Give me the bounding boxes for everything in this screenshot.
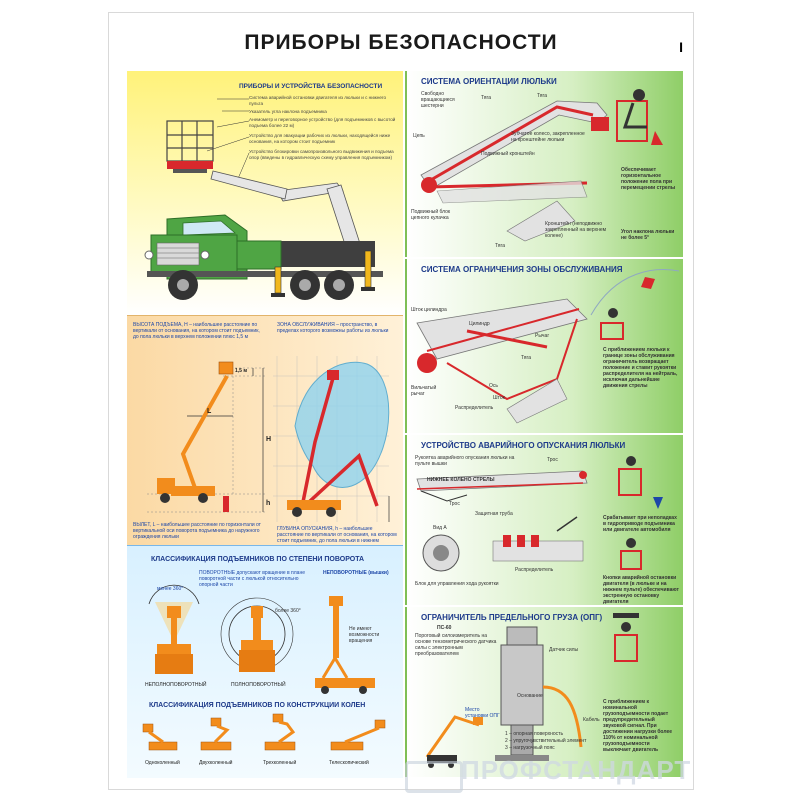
lowering-note-fault: Срабатывает при неполадках в гидропривод… [603, 515, 677, 533]
watermark-logo [405, 761, 463, 793]
more-360-label: более 360° [275, 608, 301, 614]
orientation-diagram [420, 89, 663, 242]
nonrotary-note: Не имеют возможности вращения [349, 626, 380, 644]
load-sensor-label: ПС-60 [437, 625, 452, 631]
zone-note: С приближением люльки к границе зоны обс… [603, 347, 678, 389]
device-item-1: Система аварийной остановки двигателя из… [249, 95, 387, 106]
lowering-label-tube: Защитная труба [475, 511, 513, 517]
device-item-5: Устройство блокировки самопроизвольного … [249, 149, 394, 160]
orient-note-horizontal: Обеспечивает горизонтальное положение по… [621, 167, 676, 191]
poster-header: ПРИБОРЫ БЕЗОПАСНОСТИ I [109, 13, 693, 71]
load-part-sensor: Датчик силы [549, 647, 579, 653]
orient-note-angle: Угол наклона люльки не более 5° [621, 229, 675, 241]
truck-illustration [144, 98, 383, 300]
safety-poster: ПРИБОРЫ БЕЗОПАСНОСТИ I ПРИБОРЫ и УСТРОЙС… [108, 12, 694, 793]
rotation-heading: КЛАССИФИКАЦИЯ ПОДЪЕМНИКОВ ПО СТЕПЕНИ ПОВ… [151, 556, 365, 563]
rotary-note: ПОВОРОТНЫЕ допускают вращение в плане по… [199, 570, 305, 588]
load-limiter-diagram [425, 613, 639, 768]
emergency-lowering-diagram [416, 456, 663, 572]
orient-label-gear-wheel: Зубчатое колесо, закрепленное на кронште… [511, 131, 585, 143]
knee-label-telescopic: Телескопический [329, 760, 369, 766]
zone-label-axis: Ось [489, 383, 498, 389]
panel-safety-heading: ПРИБОРЫ и УСТРОЙСТВА БЕЗОПАСНОСТИ [239, 83, 383, 90]
zone-label-fork-lever: Вильчатый рычаг [411, 385, 437, 397]
dim-h: h [266, 500, 271, 507]
lowering-label-lower-knee: НИЖНЕЕ КОЛЕНО СТРЕЛЫ [427, 477, 495, 483]
panel-load-limiter: ОГРАНИЧИТЕЛЬ ПРЕДЕЛЬНОГО ГРУЗА (ОПГ) ПС-… [405, 607, 683, 777]
device-item-2: Указатель угла наклона подъемника [249, 109, 327, 114]
label-full-rotation: ПОЛНОПОВОРОТНЫЙ [231, 682, 286, 688]
panel-safety-devices: ПРИБОРЫ и УСТРОЙСТВА БЕЗОПАСНОСТИ Систем… [127, 71, 403, 315]
panel-emergency-lowering: УСТРОЙСТВО АВАРИЙНОГО ОПУСКАНИЯ ЛЮЛЬКИ Р… [405, 435, 683, 605]
orientation-heading: СИСТЕМА ОРИЕНТАЦИИ ЛЮЛЬКИ [421, 77, 557, 86]
load-mount-label: Место установки ОПГ [465, 707, 500, 719]
dim-1-5m: 1,5 м [235, 368, 248, 374]
depth-caption: ГЛУБИНА ОПУСКАНИЯ, h – наибольшее рассто… [277, 526, 397, 546]
orient-label-bracket: Подвижный кронштейн [481, 151, 535, 157]
lowering-label-distributor: Распределитель [515, 567, 554, 573]
orient-label-chain: Цепь [413, 133, 425, 139]
panel-classification: КЛАССИФИКАЦИЯ ПОДЪЕМНИКОВ ПО СТЕПЕНИ ПОВ… [127, 545, 403, 778]
panel-height-zone: ВЫСОТА ПОДЪЕМА, Н – наибольшее расстояни… [127, 315, 403, 546]
classification-diagram [142, 584, 386, 751]
panel-orientation: СИСТЕМА ОРИЕНТАЦИИ ЛЮЛЬКИ Свободно враща… [405, 71, 683, 257]
lowering-label-cable2: Трос [449, 501, 460, 507]
orient-label-rod3: Тяга [495, 243, 505, 249]
zone-label-stem: Шток [493, 395, 505, 401]
zone-label-lever: Рычаг [535, 333, 550, 339]
orient-label-fixed-bracket: Кронштейн (неподвижно закрепленный на ве… [545, 221, 607, 239]
label-partial-rotation: НЕПОЛНОПОВОРОТНЫЙ [145, 682, 207, 688]
zone-label-rod: Шток цилиндра [411, 307, 447, 313]
watermark-text: ПРОФСТАНДАРТ [461, 755, 692, 785]
zone-caption: ЗОНА ОБСЛУЖИВАНИЯ – пространство, в пред… [277, 322, 389, 334]
load-part-cable: Кабель [583, 717, 600, 723]
lowering-label-block: Блок для управления хода рукоятки [415, 581, 499, 587]
knee-label-double: Двухколенный [199, 760, 233, 766]
knee-label-triple: Трехколенный [263, 760, 297, 766]
lowering-note-stop: Кнопки аварийной остановки двигателя (в … [603, 575, 679, 605]
lowering-label-handle: Рукоятка аварийного опускания люльки на … [415, 455, 515, 467]
load-part-base: Основание [517, 693, 543, 699]
orient-label-rod2: Тяга [537, 93, 547, 99]
nonrotary-title: НЕПОВОРОТНЫЕ (вышки) [323, 570, 389, 576]
zone-label-cylinder: Цилиндр [469, 321, 490, 327]
load-part-2: 2 – упругочувствительный элемент [505, 738, 587, 744]
load-note: С приближением к номинальной грузоподъем… [603, 699, 673, 753]
height-zone-diagram [147, 356, 390, 522]
less-360-label: менее 360° [157, 586, 184, 592]
sheet-number: I [679, 39, 683, 55]
load-heading: ОГРАНИЧИТЕЛЬ ПРЕДЕЛЬНОГО ГРУЗА (ОПГ) [421, 613, 603, 622]
poster-title: ПРИБОРЫ БЕЗОПАСНОСТИ [244, 31, 558, 54]
lowering-label-cable1: Трос [547, 457, 558, 463]
orient-label-gears: Свободно вращающиеся шестерни [421, 91, 455, 109]
height-caption: ВЫСОТА ПОДЪЕМА, Н – наибольшее расстояни… [133, 322, 260, 340]
device-item-4: Устройство для эвакуации рабочих из люль… [249, 133, 391, 144]
orient-label-rod1: Тяга [481, 95, 491, 101]
lowering-label-view-a: Вид А [433, 525, 447, 531]
knee-heading: КЛАССИФИКАЦИЯ ПОДЪЕМНИКОВ ПО КОНСТРУКЦИИ… [149, 702, 366, 709]
zone-heading: СИСТЕМА ОГРАНИЧЕНИЯ ЗОНЫ ОБСЛУЖИВАНИЯ [421, 265, 623, 274]
dim-L: L [207, 408, 212, 415]
orient-label-block: Подвижный блок цепного кулачка [411, 209, 451, 221]
load-part-1: 1 – опорная поверхность [505, 731, 564, 737]
zone-label-tie: Тяга [521, 355, 531, 361]
dim-H: H [266, 436, 272, 443]
zone-limit-diagram [416, 269, 680, 424]
lowering-heading: УСТРОЙСТВО АВАРИЙНОГО ОПУСКАНИЯ ЛЮЛЬКИ [421, 441, 626, 450]
load-sensor-note: Пороговый силоизмеритель на основе тензо… [415, 633, 497, 657]
load-part-3: 3 – нагрузочный пояс [505, 745, 555, 751]
reach-caption: ВЫЛЕТ, L – наибольшее расстояние по гори… [133, 522, 261, 540]
device-item-3: Анемометр и переговорное устройство (для… [249, 117, 396, 128]
knee-label-single: Одноколенный [145, 760, 180, 766]
panel-zone-limit: СИСТЕМА ОГРАНИЧЕНИЯ ЗОНЫ ОБСЛУЖИВАНИЯ Шт… [405, 259, 683, 433]
zone-label-distributor: Распределитель [455, 405, 494, 411]
